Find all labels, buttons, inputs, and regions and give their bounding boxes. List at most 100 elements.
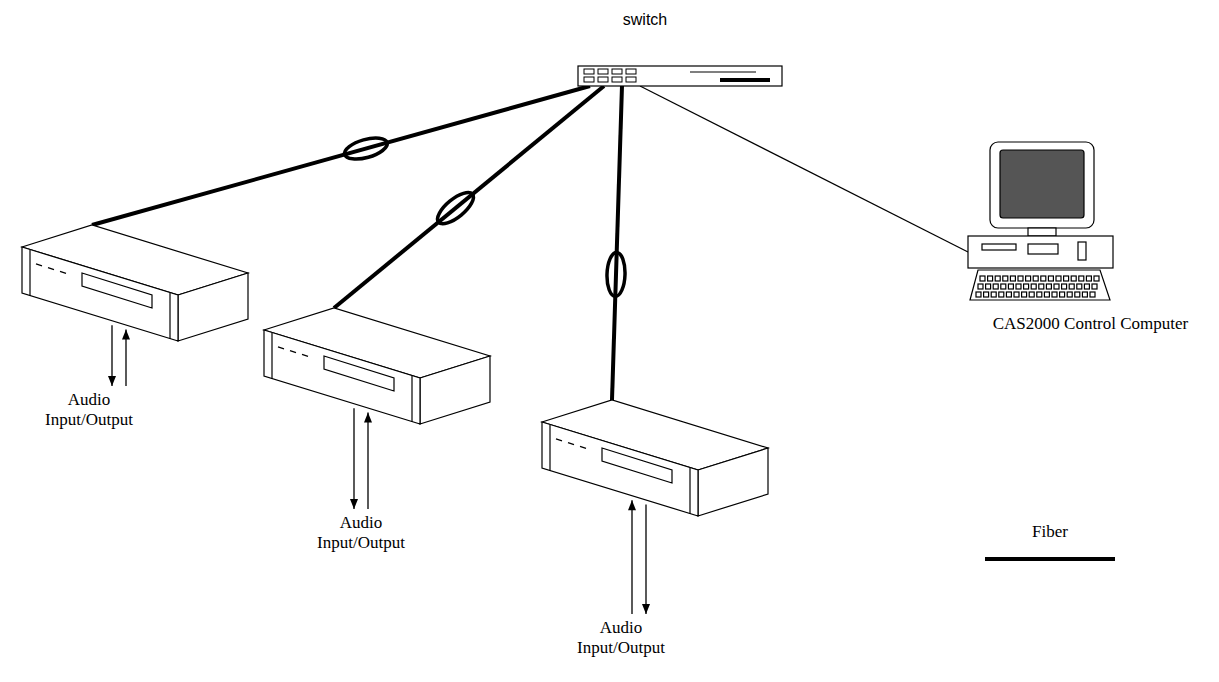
switch-body: [578, 66, 782, 86]
key: [1086, 276, 1091, 281]
key: [993, 284, 998, 289]
panel-dash: [48, 268, 54, 270]
key: [991, 292, 996, 297]
panel-dash: [290, 351, 296, 353]
key: [1014, 292, 1019, 297]
key: [1016, 284, 1021, 289]
key: [1022, 292, 1027, 297]
rack-art: [20, 225, 252, 390]
rack-front: [22, 247, 178, 341]
key: [999, 292, 1004, 297]
power-button: [1078, 242, 1086, 260]
fiber-coil: [606, 252, 625, 297]
key: [1056, 276, 1061, 281]
key: [1003, 276, 1008, 281]
panel-dash: [580, 446, 586, 448]
switch-port: [598, 69, 608, 74]
arrow-head: [350, 499, 358, 509]
rack-flange: [29, 250, 30, 296]
rack-side: [698, 448, 768, 516]
panel-dash: [568, 443, 574, 445]
key: [1084, 284, 1089, 289]
key: [1077, 284, 1082, 289]
key: [980, 276, 985, 281]
key: [1031, 284, 1036, 289]
arrow-head: [628, 500, 636, 510]
signal-arrow: [631, 500, 632, 614]
rack-flange: [549, 425, 550, 471]
io-label: Audio Input/Output: [566, 618, 676, 659]
key: [1010, 276, 1015, 281]
fiber-sample-line: [985, 557, 1115, 561]
switch-port: [626, 77, 636, 82]
key: [1008, 284, 1013, 289]
key: [1039, 284, 1044, 289]
rack-flange: [411, 376, 412, 422]
key: [1041, 276, 1046, 281]
display-panel: [602, 448, 672, 483]
switch-port: [626, 69, 636, 74]
key: [1054, 284, 1059, 289]
rack-side: [178, 273, 248, 341]
rack-front: [542, 422, 698, 516]
key: [976, 292, 981, 297]
key: [1071, 276, 1076, 281]
system-unit: [968, 236, 1113, 268]
control-computer: CAS2000 Control Computer: [968, 140, 1213, 339]
audio-rack-unit: Audio Input/Output: [262, 308, 494, 558]
key: [1082, 292, 1087, 297]
arrow-head: [364, 413, 372, 423]
key: [1044, 292, 1049, 297]
monitor-neck: [1028, 228, 1056, 236]
drive-slot: [1028, 244, 1058, 254]
monitor: [990, 142, 1094, 228]
key: [1046, 284, 1051, 289]
key: [1006, 292, 1011, 297]
fiber-link: [92, 86, 590, 225]
key: [1052, 292, 1057, 297]
rack-front: [264, 330, 420, 424]
keyboard: [970, 270, 1110, 300]
audio-rack-unit: Audio Input/Output: [20, 225, 252, 435]
fiber-sample: [980, 552, 1120, 566]
key: [1075, 292, 1080, 297]
computer-art: [968, 140, 1118, 306]
switch-art: [560, 8, 790, 86]
fiber-link: [334, 86, 604, 308]
panel-dash: [36, 264, 42, 266]
key: [1079, 276, 1084, 281]
panel-dash: [278, 347, 284, 349]
network-switch: switch: [560, 8, 790, 86]
switch-slot: [720, 78, 770, 82]
key: [1018, 276, 1023, 281]
rack-art: [262, 308, 494, 513]
monitor-screen: [1000, 150, 1084, 218]
signal-arrow: [645, 505, 646, 614]
legend-entry: Fiber: [980, 522, 1120, 566]
key: [988, 276, 993, 281]
key: [1037, 292, 1042, 297]
arrow-head: [108, 376, 116, 386]
arrow-head: [122, 330, 130, 340]
fiber-coil: [342, 134, 389, 163]
key: [1026, 276, 1031, 281]
fiber-coil: [433, 187, 478, 229]
key: [1060, 292, 1065, 297]
key: [986, 284, 991, 289]
key: [1033, 276, 1038, 281]
key: [995, 276, 1000, 281]
display-panel: [82, 273, 152, 308]
switch-port: [612, 77, 622, 82]
key: [1092, 284, 1097, 289]
signal-arrow: [367, 413, 368, 509]
io-label: Audio Input/Output: [34, 390, 144, 431]
switch-slot: [690, 71, 756, 72]
key: [1001, 284, 1006, 289]
legend-label: Fiber: [980, 522, 1120, 542]
switch-port: [612, 69, 622, 74]
audio-rack-unit: Audio Input/Output: [540, 400, 772, 663]
key: [1090, 292, 1095, 297]
key: [978, 284, 983, 289]
